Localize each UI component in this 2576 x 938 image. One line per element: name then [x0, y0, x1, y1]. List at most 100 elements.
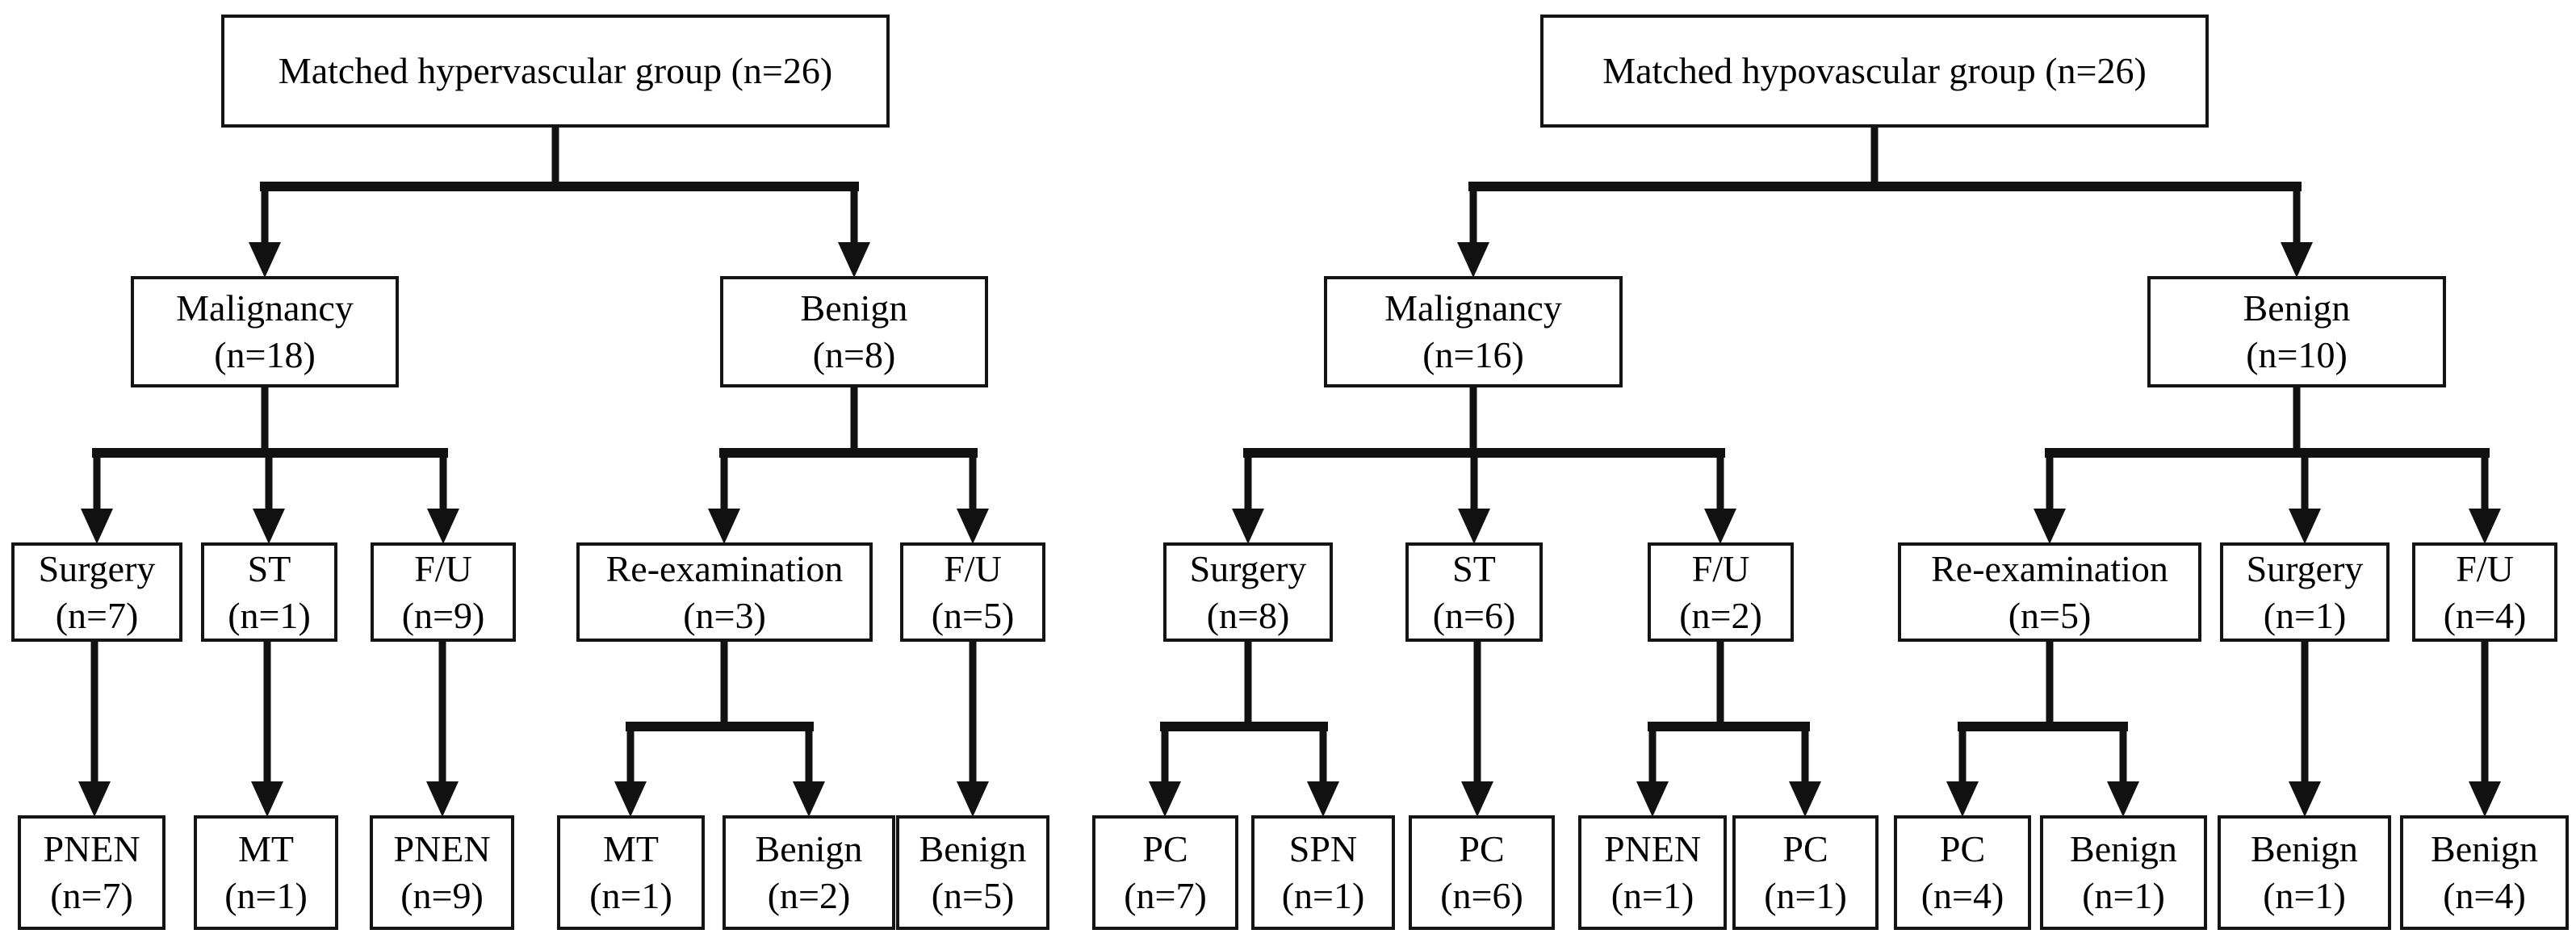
node-hypo-fu-malignancy-label: F/U [1691, 547, 1750, 589]
arrowhead-right-benign-fu [2469, 781, 2501, 817]
arrowhead-right-spn [1307, 781, 1339, 817]
arrowhead-right-malignancy [1457, 242, 1489, 278]
node-hypo-pnen-fu: PNEN (n=1) [1578, 815, 1727, 930]
node-hypo-benign-reexam-count: (n=1) [2082, 875, 2165, 916]
node-hyper-fu-malignancy: F/U (n=9) [371, 542, 516, 642]
node-hyper-benign-fu: Benign (n=5) [896, 815, 1049, 930]
node-hypo-surgery-benign-label: Surgery [2246, 547, 2364, 589]
node-hyper-pnen-surgery-count: (n=7) [50, 875, 133, 916]
node-hypo-surgery-benign: Surgery (n=1) [2220, 542, 2390, 642]
node-hyper-pnen-surgery: PNEN (n=7) [18, 815, 165, 930]
node-hypo-pc-surgery-label: PC [1142, 828, 1188, 870]
node-hypo-malignancy-label: Malignancy [1384, 287, 1562, 329]
node-hypo-spn: SPN (n=1) [1251, 815, 1395, 930]
node-hypo-benign-fu: Benign (n=4) [2400, 815, 2569, 930]
node-hypo-benign-reexam: Benign (n=1) [2040, 815, 2207, 930]
node-hyper-fu-benign-count: (n=5) [931, 594, 1015, 636]
arrowhead-left-mt-st [251, 781, 283, 817]
arrowhead-right-st [1458, 509, 1490, 544]
node-hypo-fu-benign: F/U (n=4) [2412, 542, 2557, 642]
node-hyper-st-count: (n=1) [228, 594, 311, 636]
arrowhead-left-benign-reexam [793, 781, 825, 817]
node-hyper-fu-benign-label: F/U [944, 547, 1002, 589]
arrowhead-left-reexam [708, 509, 740, 544]
node-hypo-reexamination-count: (n=5) [2008, 594, 2092, 636]
node-hyper-malignancy-count: (n=18) [214, 334, 316, 375]
arrowhead-left-pnen-surgery [78, 781, 111, 817]
node-hypo-st-count: (n=6) [1432, 594, 1516, 636]
node-hypo-surgery-malignancy-label: Surgery [1189, 547, 1307, 589]
node-hypo-pc-surgery-count: (n=7) [1124, 875, 1207, 916]
node-hypervascular-root: Matched hypervascular group (n=26) [221, 15, 890, 128]
node-hyper-benign-reexam-label: Benign [755, 828, 863, 870]
arrowhead-left-fu-malignancy [427, 509, 459, 544]
arrowhead-right-pc-surgery [1149, 781, 1181, 817]
node-hypo-st: ST (n=6) [1405, 542, 1543, 642]
node-hypo-spn-count: (n=1) [1281, 875, 1365, 916]
arrowhead-left-benign [838, 242, 870, 278]
node-hypo-pc-st-count: (n=6) [1440, 875, 1523, 916]
node-hypo-pc-reexam: PC (n=4) [1894, 815, 2031, 930]
node-hypo-benign-count: (n=10) [2246, 334, 2348, 375]
node-hyper-reexamination-label: Re-examination [605, 547, 844, 589]
node-hypo-pnen-fu-count: (n=1) [1611, 875, 1694, 916]
node-hypo-benign-reexam-label: Benign [2070, 828, 2177, 870]
node-hyper-mt-st-label: MT [238, 828, 294, 870]
node-hypo-fu-benign-count: (n=4) [2443, 594, 2527, 636]
node-hypo-malignancy-count: (n=16) [1422, 334, 1524, 375]
node-hypo-st-label: ST [1452, 547, 1496, 589]
node-hyper-mt-reexam-label: MT [603, 828, 659, 870]
node-hyper-mt-st-count: (n=1) [224, 875, 308, 916]
arrowhead-left-fu-benign [957, 509, 989, 544]
node-hyper-benign-label: Benign [800, 287, 908, 329]
node-hypervascular-root-label: Matched hypervascular group (n=26) [278, 50, 833, 92]
node-hypo-fu-malignancy-count: (n=2) [1679, 594, 1762, 636]
node-hypo-pc-fu-count: (n=1) [1764, 875, 1847, 916]
node-hypo-benign-surgery: Benign (n=1) [2218, 815, 2391, 930]
node-hypo-pc-fu: PC (n=1) [1732, 815, 1879, 930]
node-hyper-benign-reexam: Benign (n=2) [723, 815, 895, 930]
node-hyper-pnen-surgery-label: PNEN [43, 828, 140, 870]
node-hypo-reexamination-label: Re-examination [1931, 547, 2168, 589]
node-hyper-st: ST (n=1) [201, 542, 337, 642]
arrowhead-right-pc-reexam [1946, 781, 1979, 817]
node-hypo-pc-surgery: PC (n=7) [1092, 815, 1238, 930]
node-hypo-pnen-fu-label: PNEN [1603, 828, 1702, 870]
arrowhead-left-benign-fu [957, 781, 989, 817]
node-hypo-benign-surgery-label: Benign [2251, 828, 2358, 870]
arrowhead-right-fu-malignancy [1704, 509, 1736, 544]
node-hyper-surgery: Surgery (n=7) [11, 542, 182, 642]
node-hypo-benign-fu-label: Benign [2431, 828, 2538, 870]
node-hyper-surgery-count: (n=7) [55, 594, 139, 636]
arrowhead-right-reexam [2034, 509, 2066, 544]
arrowhead-left-malignancy [249, 242, 281, 278]
connector-bars [92, 182, 2490, 731]
arrowhead-left-pnen-fu [426, 781, 459, 817]
connector-lines [90, 128, 2489, 784]
node-hyper-mt-reexam: MT (n=1) [557, 815, 705, 930]
arrowhead-right-surgery-malignancy [1232, 509, 1264, 544]
node-hypo-surgery-malignancy-count: (n=8) [1206, 594, 1290, 636]
node-hyper-mt-st: MT (n=1) [194, 815, 338, 930]
node-hyper-malignancy-label: Malignancy [176, 287, 354, 329]
node-hyper-surgery-label: Surgery [38, 547, 156, 589]
node-hypo-malignancy: Malignancy (n=16) [1324, 276, 1623, 387]
node-hyper-benign: Benign (n=8) [720, 276, 988, 387]
node-hypo-surgery-benign-count: (n=1) [2263, 594, 2347, 636]
node-hyper-malignancy: Malignancy (n=18) [131, 276, 399, 387]
node-hypo-spn-label: SPN [1288, 828, 1358, 870]
node-hyper-benign-count: (n=8) [812, 334, 896, 375]
node-hypo-benign-surgery-count: (n=1) [2263, 875, 2346, 916]
node-hyper-fu-benign: F/U (n=5) [900, 542, 1045, 642]
arrowhead-right-benign-reexam [2107, 781, 2139, 817]
node-hypo-pc-fu-label: PC [1782, 828, 1828, 870]
node-hypo-benign-label: Benign [2243, 287, 2351, 329]
node-hyper-benign-fu-label: Benign [919, 828, 1027, 870]
node-hyper-pnen-fu-label: PNEN [393, 828, 491, 870]
node-hyper-benign-reexam-count: (n=2) [767, 875, 851, 916]
arrowhead-right-surgery-benign [2289, 509, 2321, 544]
node-hypovascular-root: Matched hypovascular group (n=26) [1540, 15, 2209, 128]
node-hyper-pnen-fu: PNEN (n=9) [370, 815, 514, 930]
